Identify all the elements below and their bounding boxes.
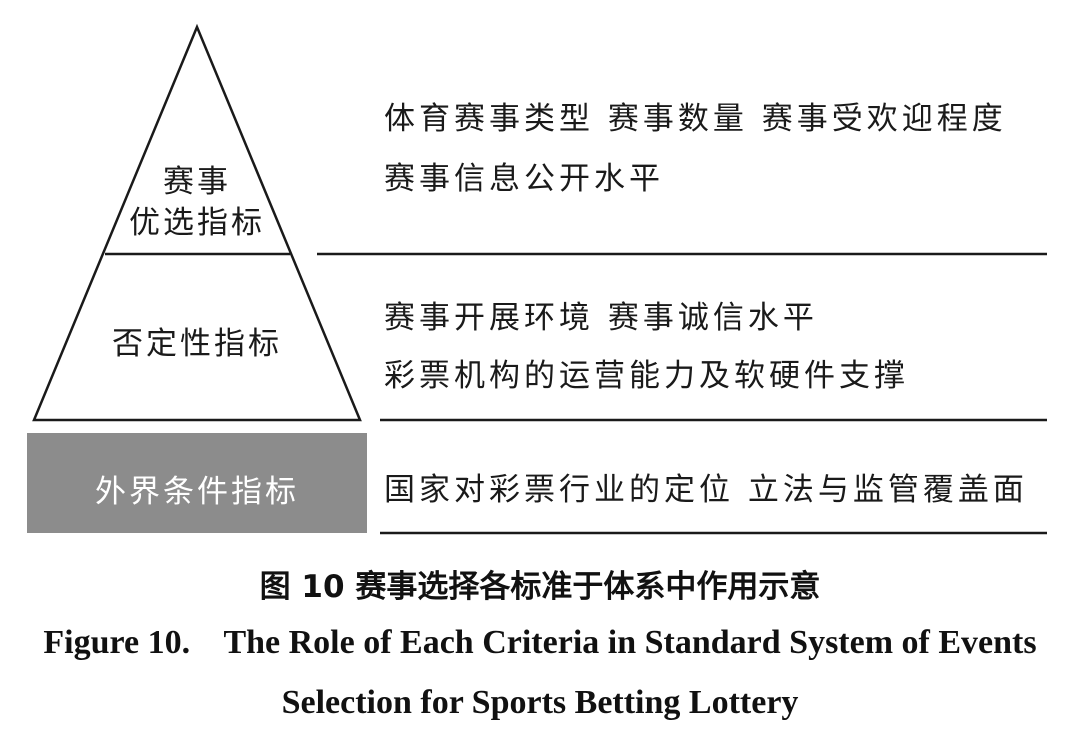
top-tier-label-line1: 赛事 (163, 164, 231, 200)
caption-english-line1: Figure 10. The Role of Each Criteria in … (43, 624, 1037, 661)
base-description-line1: 国家对彩票行业的定位 立法与监管覆盖面 (384, 472, 1028, 508)
pyramid-diagram (27, 23, 1047, 535)
caption-chinese: 图 10 赛事选择各标准于体系中作用示意 (259, 569, 821, 605)
top-tier-label-line2: 优选指标 (129, 205, 265, 241)
middle-description-line1: 赛事开展环境 赛事诚信水平 (384, 300, 818, 336)
caption-english-line2: Selection for Sports Betting Lottery (281, 684, 799, 721)
middle-tier-label: 否定性指标 (112, 326, 282, 362)
base-tier-label: 外界条件指标 (95, 474, 299, 510)
top-description-line2: 赛事信息公开水平 (384, 161, 664, 197)
pyramid-triangle (32, 23, 362, 422)
top-description-line1: 体育赛事类型 赛事数量 赛事受欢迎程度 (384, 101, 1007, 137)
middle-description-line2: 彩票机构的运营能力及软硬件支撑 (384, 358, 909, 394)
base-box (27, 433, 367, 533)
